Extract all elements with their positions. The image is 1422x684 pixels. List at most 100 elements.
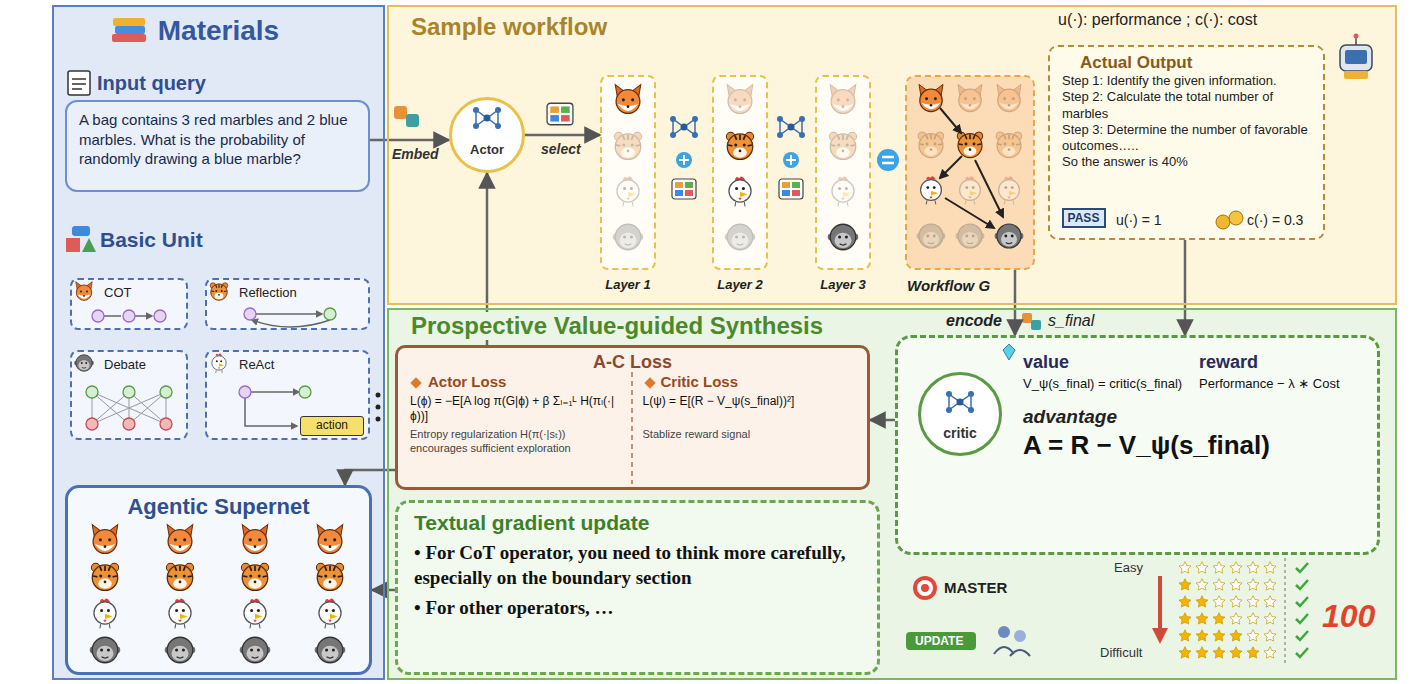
difficulty-stars [1230, 562, 1242, 573]
workflow-icons [1344, 71, 1368, 79]
check-marks [1296, 631, 1308, 640]
check-marks [1296, 563, 1308, 572]
output-box-text: Step 3: Determine the number of favorabl… [1062, 122, 1311, 155]
output-box-text: Actual Output [1080, 53, 1311, 73]
workflow-icons [1229, 211, 1243, 225]
operator-graph [239, 386, 251, 398]
query-box-text: Input query [97, 72, 206, 95]
operator-graph [324, 308, 336, 320]
workflow-icons [615, 85, 641, 114]
layer-box-text: Layer 2 [704, 277, 776, 292]
edge-label: select [541, 141, 581, 157]
workflow-icons [729, 176, 751, 206]
workflow-icons [725, 224, 756, 250]
difficulty-stars [1179, 562, 1276, 658]
critic-panel-text: V_ψ(s_final) = critic(s_final) [1023, 376, 1189, 392]
box-fill [1049, 46, 1324, 239]
action-box-text: action [301, 417, 363, 434]
check-marks [1296, 614, 1308, 623]
difficulty-stars [1264, 596, 1276, 607]
workflow-panel: Sample workflowActorLayer 1Layer 2Layer … [387, 5, 1397, 305]
supernet-grid [244, 598, 266, 628]
difficulty-stars [1264, 579, 1276, 590]
workflow-icons [921, 176, 942, 204]
synthesis-icons [921, 584, 929, 592]
supernet-box-text: Agentic Supernet [68, 494, 369, 520]
layer-box-text: Layer 3 [807, 277, 879, 292]
state-label: s_final [1048, 312, 1094, 330]
loss-box-text: L(ϕ) = −E[A log π(G|ϕ) + β Σₗ₌₁ᴸ H(πₗ(·|… [410, 394, 623, 424]
workflow-box-text: Workflow G [907, 277, 990, 294]
workflow-icons [945, 198, 994, 228]
difficulty-stars [1196, 630, 1208, 641]
critic-panel-text: A = R − V_ψ(s_final) [1023, 430, 1365, 461]
operator-graph [92, 310, 104, 322]
legend-note: u(·): performance ; c(·): cost [1058, 11, 1257, 29]
panel-ground [387, 5, 1397, 305]
supernet-box: Agentic Supernet [65, 485, 372, 675]
workflow-icons [996, 132, 1022, 158]
box-fill [920, 374, 1000, 454]
materials-icons [68, 71, 90, 95]
synthesis-icons [631, 372, 633, 484]
critic-panel-text: reward [1199, 352, 1365, 373]
supernet-grid [92, 525, 118, 554]
supernet-grid [242, 525, 268, 554]
difficulty-stars [1196, 562, 1208, 573]
synthesis-icons [946, 391, 974, 413]
pass-badge-text: PASS [1064, 210, 1104, 226]
operator-graph [76, 282, 93, 301]
materials-icons [82, 238, 96, 252]
score-mark: 100 [1322, 598, 1375, 635]
difficulty-stars [1196, 579, 1208, 590]
synthesis-icons [410, 377, 421, 388]
gradient-box-text: Textual gradient update [414, 511, 861, 535]
difficulty-stars [1213, 562, 1225, 573]
loss-box: A-C LossActor LossL(ϕ) = −E[A log π(G|ϕ)… [395, 345, 870, 490]
workflow-icons [877, 149, 899, 171]
workflow-icons [679, 155, 689, 165]
operator-graph [86, 418, 98, 430]
check-marks [1296, 648, 1308, 657]
supernet-grid [241, 563, 268, 590]
workflow-icons [473, 107, 501, 129]
output-box: Actual OutputStep 1: Identify the given … [1048, 45, 1325, 240]
workflow-icons [1340, 45, 1372, 71]
layer-box-text: Layer 1 [592, 277, 664, 292]
workflow-icons [918, 132, 944, 158]
check-marks [1296, 580, 1308, 589]
critic-panel-text: value [1023, 352, 1189, 373]
supernet-grid [90, 525, 346, 663]
layer-box: Layer 2 [712, 75, 768, 270]
loss-box-text: L(ψ) = E[(R − V_ψ(s_final))²] [643, 394, 856, 424]
panel-ground [52, 5, 1397, 680]
difficulty-stars [1264, 630, 1276, 641]
output-box-text: Step 2: Calculate the total number of ma… [1062, 89, 1311, 122]
flow-arrow [1184, 240, 1187, 335]
difficulty-stars [1179, 579, 1191, 590]
difficulty-stars [1247, 562, 1259, 573]
difficulty-stars [1179, 562, 1191, 573]
box-fill [397, 347, 868, 488]
gradient-box: Textual gradient update• For CoT operato… [395, 500, 880, 675]
operator-box: ReActaction [205, 350, 370, 440]
action-box: action [300, 416, 364, 436]
edge-label: Embed [392, 146, 439, 162]
box-fill [67, 46, 1378, 673]
workflow-icons [828, 224, 859, 250]
difficulty-stars [1247, 579, 1259, 590]
box-fill [713, 76, 767, 269]
synthesis-icons [913, 576, 937, 600]
difficulty-stars [1213, 613, 1225, 624]
workflow-icons [1216, 215, 1230, 229]
box-fill [897, 337, 1378, 553]
loss-box-text: Stablize reward signal [643, 428, 856, 456]
synthesis-icons [1284, 558, 1285, 665]
workflow-icons [777, 116, 805, 138]
operator-box: Reflection [205, 278, 370, 330]
badge-text: UPDATE [915, 633, 963, 649]
difficulty-stars [1196, 613, 1208, 624]
difficulty-stars [1230, 613, 1242, 624]
difficulty-stars [1247, 647, 1259, 658]
difficulty-stars [1247, 613, 1259, 624]
